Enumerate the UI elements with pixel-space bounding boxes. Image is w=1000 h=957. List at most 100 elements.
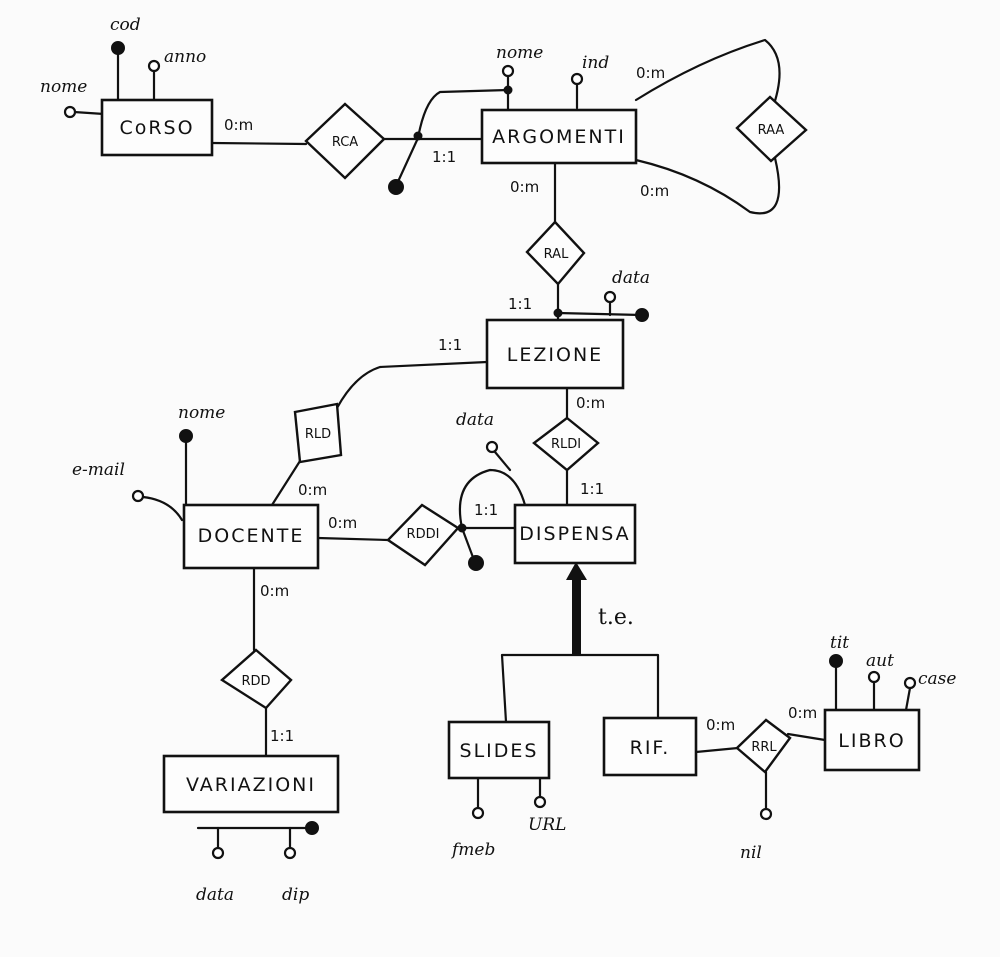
entity-docente: DOCENTE bbox=[182, 503, 320, 570]
entity-lezione: LEZIONE bbox=[485, 318, 625, 390]
cardinalities: 0:m 1:1 0:m 0:m 0:m 1:1 1:1 0:m 0:m 0:m … bbox=[224, 64, 817, 745]
entities: CoRSO ARGOMENTI LEZIONE DOCENTE DISPENSA… bbox=[100, 98, 921, 814]
entity-variazioni: VARIAZIONI bbox=[162, 754, 340, 814]
attr-label-corso-nome: nome bbox=[40, 77, 87, 97]
card-docente-rddi: 0:m bbox=[328, 514, 357, 532]
attr-dot-libro-case bbox=[903, 676, 917, 690]
attr-dot-slides-fmeb bbox=[471, 806, 485, 820]
attr-label-rrl-nil: nil bbox=[740, 843, 762, 863]
line-dispensa-identifier bbox=[458, 468, 527, 530]
attr-dot-argomenti-ind bbox=[570, 72, 584, 86]
entity-lezione-label: LEZIONE bbox=[507, 344, 603, 366]
attr-label-slides-url: URL bbox=[528, 815, 566, 835]
attr-label-libro-case: case bbox=[918, 669, 956, 689]
attr-dot-identifier-rca bbox=[388, 179, 404, 195]
line-dispensa-id-stem bbox=[460, 526, 476, 562]
relationship-rrl-label: RRL bbox=[751, 740, 777, 755]
line-lezione-rld bbox=[335, 360, 489, 410]
attr-dot-corso-nome bbox=[63, 105, 77, 119]
line-docente-rddi bbox=[316, 536, 390, 542]
attr-label-libro-aut: aut bbox=[866, 651, 894, 671]
relationship-rrl: RRL bbox=[735, 718, 792, 774]
generalization-label: t.e. bbox=[598, 605, 634, 630]
card-argomenti-raa-top: 0:m bbox=[636, 64, 665, 82]
line-corso-rca bbox=[210, 141, 308, 146]
card-corso-rca: 0:m bbox=[224, 116, 253, 134]
entity-docente-label: DOCENTE bbox=[198, 525, 305, 547]
relationship-rddi-label: RDDI bbox=[407, 527, 440, 542]
generalization-arrowhead bbox=[566, 562, 587, 580]
attr-label-variazioni-data: data bbox=[196, 885, 234, 905]
card-dispensa-rldi: 1:1 bbox=[580, 480, 604, 498]
attr-stem-docente-email bbox=[141, 495, 184, 522]
entity-corso: CoRSO bbox=[100, 98, 214, 157]
attr-label-variazioni-dip: dip bbox=[282, 885, 309, 905]
relationship-rddi: RDDI bbox=[386, 503, 460, 567]
attr-dot-docente-email bbox=[131, 489, 145, 503]
relationship-ral: RAL bbox=[525, 220, 586, 286]
attr-dot-dispensa-data bbox=[485, 440, 499, 454]
relationship-rld: RLD bbox=[293, 402, 343, 464]
attr-dot-dispensa-identifier bbox=[468, 555, 484, 571]
relationship-rdd: RDD bbox=[220, 648, 293, 710]
attr-dot-rrl-nil bbox=[759, 807, 773, 821]
generalization-shaft bbox=[572, 576, 581, 656]
attr-dot-argomenti-nome bbox=[501, 64, 515, 78]
entity-libro-label: LIBRO bbox=[838, 730, 905, 752]
attr-junction-argomenti bbox=[503, 85, 513, 95]
attr-label-docente-nome: nome bbox=[178, 403, 225, 423]
entity-argomenti-label: ARGOMENTI bbox=[492, 126, 626, 148]
card-lezione-rld: 1:1 bbox=[438, 336, 462, 354]
attr-label-slides-fmeb: fmeb bbox=[450, 840, 495, 860]
relationship-rdd-label: RDD bbox=[241, 674, 270, 689]
relationship-rca: RCA bbox=[304, 102, 386, 180]
entity-corso-label: CoRSO bbox=[119, 117, 194, 139]
generalization-arrow bbox=[566, 562, 587, 656]
card-argomenti-rca: 1:1 bbox=[432, 148, 456, 166]
attr-dot-lezione-data bbox=[603, 290, 617, 304]
card-argomenti-raa-bottom: 0:m bbox=[640, 182, 669, 200]
attr-junction-lezione bbox=[553, 308, 563, 318]
card-libro-rrl: 0:m bbox=[788, 704, 817, 722]
relationship-rldi-label: RLDI bbox=[551, 437, 581, 452]
line-rif-rrl bbox=[694, 746, 740, 754]
connection-lines bbox=[196, 38, 827, 830]
entity-dispensa: DISPENSA bbox=[513, 503, 637, 565]
attr-label-corso-anno: anno bbox=[164, 47, 206, 67]
attr-label-libro-tit: tit bbox=[830, 633, 849, 653]
attributes bbox=[63, 41, 917, 860]
attr-dot-slides-url bbox=[533, 795, 547, 809]
attr-dot-lezione-identifier bbox=[635, 308, 649, 322]
relationship-raa: RAA bbox=[735, 95, 808, 163]
attr-label-argomenti-nome: nome bbox=[496, 43, 543, 63]
entity-libro: LIBRO bbox=[823, 708, 921, 772]
relationship-ral-label: RAL bbox=[544, 247, 569, 262]
attr-dot-variazioni-dip bbox=[283, 846, 297, 860]
line-argomenti-raa-bottom bbox=[634, 156, 781, 215]
entity-slides: SLIDES bbox=[447, 720, 551, 780]
line-generalization-branch bbox=[500, 653, 660, 724]
entity-variazioni-label: VARIAZIONI bbox=[186, 774, 316, 796]
card-docente-rld: 0:m bbox=[298, 481, 327, 499]
entity-slides-label: SLIDES bbox=[460, 740, 539, 762]
attr-label-corso-cod: cod bbox=[110, 15, 141, 35]
attr-dot-docente-nome bbox=[179, 429, 193, 443]
entity-rif-label: RIF. bbox=[630, 737, 671, 759]
card-argomenti-ral: 0:m bbox=[510, 178, 539, 196]
attr-dot-variazioni-identifier bbox=[305, 821, 319, 835]
line-rrl-libro bbox=[786, 732, 827, 742]
attr-dot-variazioni-data bbox=[211, 846, 225, 860]
card-variazioni-rdd: 1:1 bbox=[270, 727, 294, 745]
entity-dispensa-label: DISPENSA bbox=[519, 523, 630, 545]
card-rif-rrl: 0:m bbox=[706, 716, 735, 734]
attr-label-docente-email: e-mail bbox=[72, 460, 125, 480]
line-lezione-identifier bbox=[556, 311, 644, 317]
line-rld-docente bbox=[270, 459, 302, 507]
attr-dot-libro-aut bbox=[867, 670, 881, 684]
card-dispensa-rddi: 1:1 bbox=[474, 501, 498, 519]
relationship-rld-label: RLD bbox=[305, 427, 331, 442]
attr-stem-dispensa-data bbox=[493, 450, 512, 472]
card-lezione-ral: 1:1 bbox=[508, 295, 532, 313]
